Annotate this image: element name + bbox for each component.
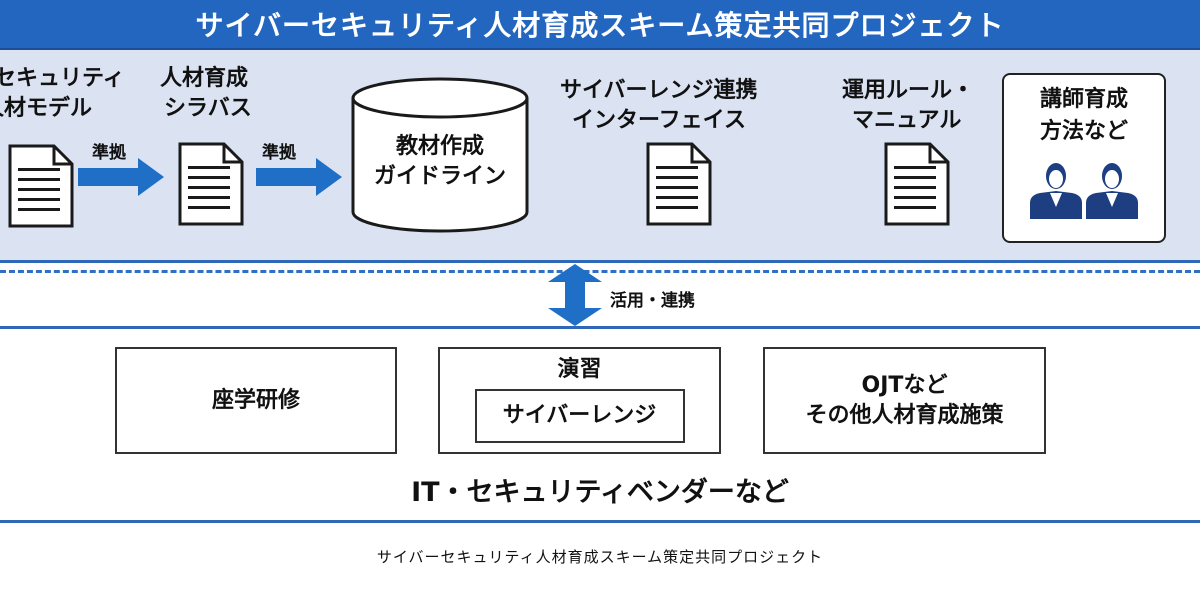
guideline-label-line1: 教材作成 xyxy=(395,134,484,159)
cylinder-icon xyxy=(351,77,529,233)
rules-label-line2: マニュアル xyxy=(852,108,962,133)
ojt-label-line2: その他人材育成施策 xyxy=(805,402,1004,428)
interface-label-line2: インターフェイス xyxy=(572,108,747,133)
dashed-divider xyxy=(0,270,1200,273)
exercise-label: 演習 xyxy=(557,357,602,382)
right-arrow-icon xyxy=(78,158,164,196)
ojt-label-line1: OJTなど xyxy=(861,372,948,398)
arrow1-label: 準拠 xyxy=(92,143,126,163)
double-arrow-icon xyxy=(548,264,602,326)
document-icon xyxy=(646,142,712,226)
interface-label-line1: サイバーレンジ連携 xyxy=(560,78,758,103)
document-icon xyxy=(884,142,950,226)
deliverables-panel: セキュリティ 人材モデル 準拠 人材育成 シラバス 準拠 教材作成 ガイドライン… xyxy=(0,50,1200,263)
arrow2-label: 準拠 xyxy=(262,143,296,163)
teacher-label-line1: 講師育成 xyxy=(1039,87,1128,112)
syllabus-label-line1: 人材育成 xyxy=(160,66,249,91)
page-title: サイバーセキュリティ人材育成スキーム策定共同プロジェクト xyxy=(0,0,1200,50)
model-label-line1: セキュリティ xyxy=(0,66,125,91)
cyber-range-box: サイバーレンジ xyxy=(474,389,685,443)
document-icon xyxy=(8,144,74,228)
rules-label-line1: 運用ルール・ xyxy=(842,78,975,103)
teacher-label-line2: 方法など xyxy=(1039,119,1128,144)
exercise-box: 演習 サイバーレンジ xyxy=(438,347,721,454)
ojt-box: OJTなど その他人材育成施策 xyxy=(763,347,1046,454)
lecture-box: 座学研修 xyxy=(115,347,397,454)
figure-caption: サイバーセキュリティ人材育成スキーム策定共同プロジェクト xyxy=(376,548,824,566)
model-label-line2: 人材モデル xyxy=(0,96,93,121)
link-label: 活用・連携 xyxy=(610,291,695,311)
person-icon xyxy=(1030,163,1082,219)
guideline-label-line2: ガイドライン xyxy=(373,164,506,189)
right-arrow-icon xyxy=(256,158,342,196)
document-icon xyxy=(178,142,244,226)
teacher-training-card: 講師育成 方法など xyxy=(1002,73,1166,243)
vendor-label: IT・セキュリティベンダーなど xyxy=(411,477,789,508)
person-icon xyxy=(1086,163,1138,219)
syllabus-label-line2: シラバス xyxy=(164,96,252,121)
